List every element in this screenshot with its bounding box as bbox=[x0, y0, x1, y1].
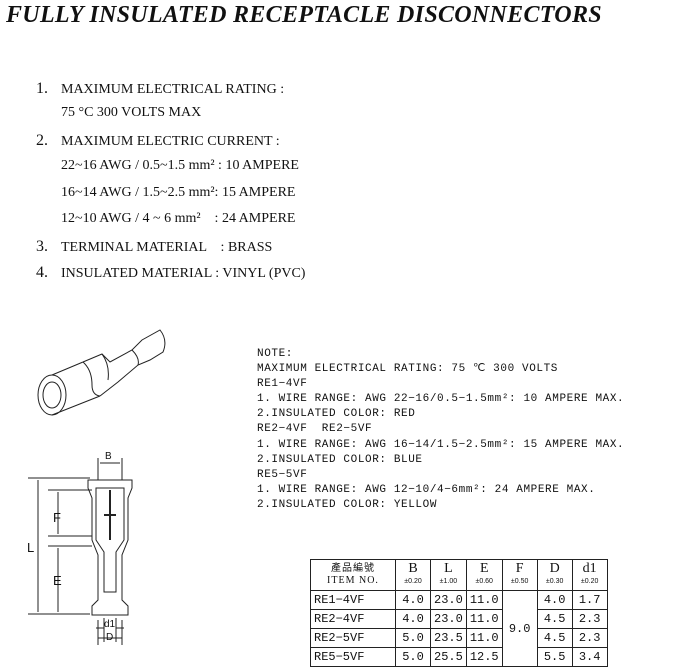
col-name: L bbox=[444, 561, 453, 576]
header-d: D ±0.30 bbox=[536, 559, 573, 591]
cell-b: 5.0 bbox=[395, 647, 431, 667]
label-e: E bbox=[53, 573, 62, 588]
spec-number: 3. bbox=[36, 238, 48, 255]
col-tol: ±0.50 bbox=[510, 578, 529, 585]
col-tol: ±0.20 bbox=[580, 578, 599, 585]
cell-item: RE2−5VF bbox=[310, 628, 396, 648]
spec-3: 3. TERMINAL MATERIAL : BRASS bbox=[36, 238, 272, 256]
cell-b: 5.0 bbox=[395, 628, 431, 648]
cell-item: RE1−4VF bbox=[310, 590, 396, 610]
cell-d: 4.5 bbox=[536, 609, 573, 629]
spec-2-line: 12~10 AWG / 4 ~ 6 mm² : 24 AMPERE bbox=[61, 211, 296, 226]
cell-item: RE5−5VF bbox=[310, 647, 396, 667]
note-line: 2.INSULATED COLOR: RED bbox=[257, 408, 416, 421]
col-tol: ±0.20 bbox=[404, 578, 422, 585]
cell-d: 4.5 bbox=[536, 628, 573, 648]
label-b: B bbox=[105, 451, 112, 462]
cell-item: RE2−4VF bbox=[310, 609, 396, 629]
cell-l: 23.0 bbox=[430, 590, 467, 610]
col-name: d1 bbox=[582, 561, 597, 576]
cell-l: 23.0 bbox=[430, 609, 467, 629]
spec-4: 4. INSULATED MATERIAL : VINYL (PVC) bbox=[36, 264, 305, 282]
spec-2: 2. MAXIMUM ELECTRIC CURRENT : bbox=[36, 132, 280, 150]
spec-label: MAXIMUM ELECTRIC CURRENT : bbox=[61, 134, 280, 149]
note-line: 2.INSULATED COLOR: BLUE bbox=[257, 453, 423, 466]
cell-d: 5.5 bbox=[536, 647, 573, 667]
spec-number: 1. bbox=[36, 80, 48, 97]
note-line: RE1−4VF bbox=[257, 378, 308, 391]
col-name: D bbox=[549, 561, 560, 576]
spec-number: 2. bbox=[36, 132, 48, 149]
header-d1: d1 ±0.20 bbox=[571, 559, 608, 591]
spec-label: INSULATED MATERIAL : VINYL (PVC) bbox=[61, 266, 306, 281]
page-title: FULLY INSULATED RECEPTACLE DISCONNECTORS bbox=[6, 2, 602, 28]
note-line: NOTE: bbox=[257, 348, 294, 360]
note-line: MAXIMUM ELECTRICAL RATING: 75 ℃ 300 VOLT… bbox=[257, 363, 558, 376]
cell-e: 11.0 bbox=[465, 590, 503, 610]
col-tol: ±0.30 bbox=[545, 578, 564, 585]
header-e: E ±0.60 bbox=[465, 559, 503, 591]
cell-d1: 1.7 bbox=[571, 590, 608, 610]
spec-label: TERMINAL MATERIAL : BRASS bbox=[61, 240, 273, 255]
label-l: L bbox=[27, 540, 35, 555]
note-line: 1. WIRE RANGE: AWG 22−16/0.5−1.5mm²: 10 … bbox=[257, 393, 625, 406]
note-line: 2.INSULATED COLOR: YELLOW bbox=[257, 498, 438, 511]
label-f: F bbox=[53, 510, 61, 525]
cell-f: 9.0 bbox=[501, 590, 538, 667]
label-d: D bbox=[106, 632, 114, 643]
col-tol: ±1.00 bbox=[439, 578, 458, 585]
cell-d1: 2.3 bbox=[571, 628, 608, 648]
header-l: L ±1.00 bbox=[430, 559, 467, 591]
cell-d1: 2.3 bbox=[571, 609, 608, 629]
cell-e: 11.0 bbox=[465, 609, 503, 629]
note-line: RE5−5VF bbox=[257, 468, 308, 481]
col-name: E bbox=[479, 561, 489, 576]
cell-d1: 3.4 bbox=[571, 647, 608, 667]
note-line: RE2−4VF RE2−5VF bbox=[257, 423, 373, 436]
cell-e: 11.0 bbox=[465, 628, 503, 648]
cell-d: 4.0 bbox=[536, 590, 573, 610]
note-line: 1. WIRE RANGE: AWG 12−10/4−6mm²: 24 AMPE… bbox=[257, 483, 596, 496]
col-name: F bbox=[515, 561, 524, 576]
header-text: 產品編號 bbox=[331, 563, 375, 574]
cell-b: 4.0 bbox=[395, 609, 431, 629]
col-tol: ±0.60 bbox=[475, 578, 493, 585]
spec-1: 1. MAXIMUM ELECTRICAL RATING : bbox=[36, 80, 284, 98]
spec-1-line: 75 °C 300 VOLTS MAX bbox=[61, 105, 202, 120]
cell-l: 23.5 bbox=[430, 628, 467, 648]
header-b: B ±0.20 bbox=[395, 559, 431, 591]
cell-e: 12.5 bbox=[465, 647, 503, 667]
label-d1: d1 bbox=[104, 619, 116, 630]
section-view bbox=[28, 458, 133, 645]
cell-l: 25.5 bbox=[430, 647, 467, 667]
spec-2-line: 22~16 AWG / 0.5~1.5 mm² : 10 AMPERE bbox=[61, 158, 299, 173]
cell-b: 4.0 bbox=[395, 590, 431, 610]
spec-label: MAXIMUM ELECTRICAL RATING : bbox=[61, 82, 285, 97]
spec-2-line: 16~14 AWG / 1.5~2.5 mm²: 15 AMPERE bbox=[61, 185, 296, 200]
note-block: NOTE: MAXIMUM ELECTRICAL RATING: 75 ℃ 300… bbox=[257, 347, 624, 513]
header-text: ITEM NO. bbox=[327, 575, 379, 586]
header-f: F ±0.50 bbox=[501, 559, 538, 591]
note-line: 1. WIRE RANGE: AWG 16−14/1.5−2.5mm²: 15 … bbox=[257, 438, 625, 451]
isometric-view bbox=[37, 329, 166, 416]
col-name: B bbox=[408, 561, 418, 576]
spec-number: 4. bbox=[36, 264, 48, 281]
